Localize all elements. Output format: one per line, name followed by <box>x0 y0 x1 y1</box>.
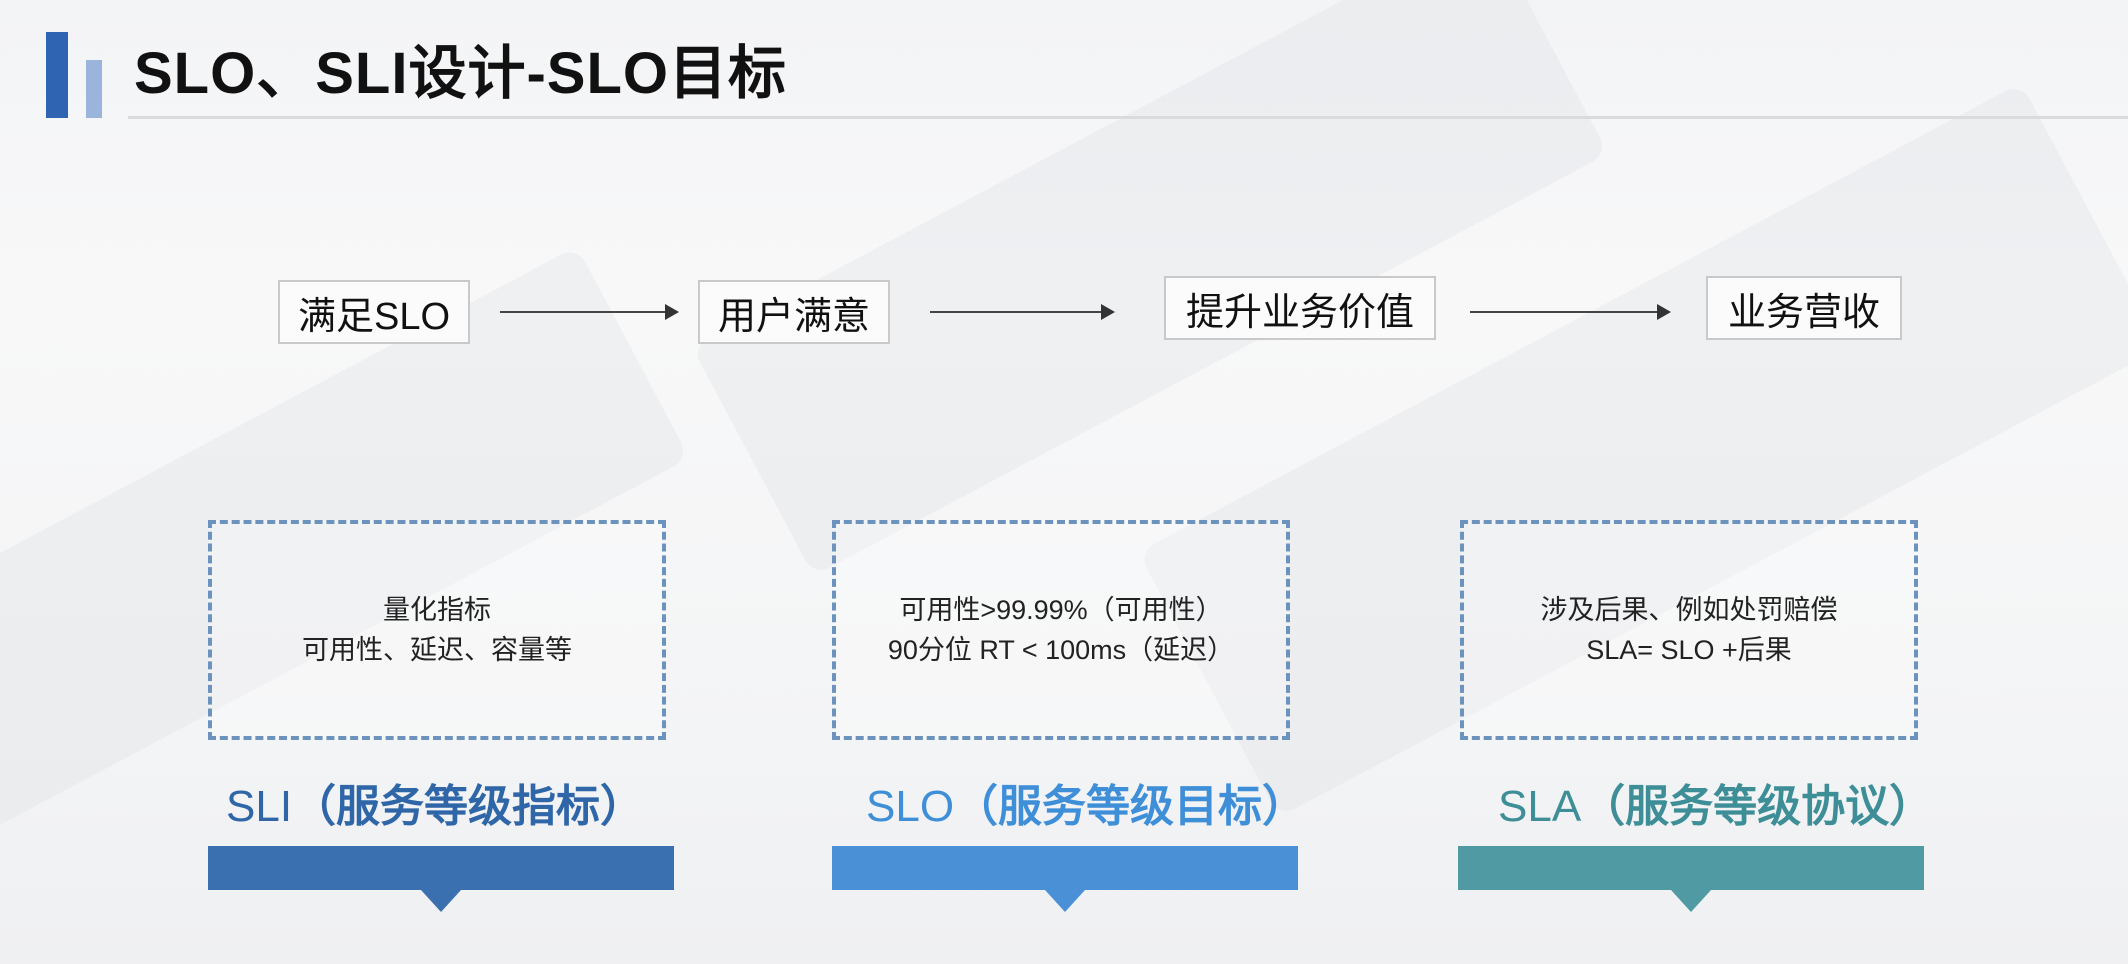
arrow-icon <box>930 304 1115 320</box>
sli-card-line: 量化指标 <box>383 595 491 625</box>
sli-label-abbr: SLI <box>226 782 293 831</box>
flow-step-meet-slo: 满足SLO <box>278 280 470 344</box>
flow-step-business-value: 提升业务价值 <box>1164 276 1436 340</box>
sla-card-line: SLA= SLO +后果 <box>1586 635 1792 665</box>
flow-step-revenue: 业务营收 <box>1706 276 1902 340</box>
sla-label-text: （服务等级协议） <box>1581 782 1934 831</box>
slo-label-abbr: SLO <box>866 782 955 831</box>
slo-label: SLO（服务等级目标） <box>866 770 1306 834</box>
slo-label-text: （服务等级目标） <box>954 782 1307 831</box>
sli-card: 量化指标 可用性、延迟、容量等 <box>208 520 666 740</box>
sla-card-line: 涉及后果、例如处罚赔偿 <box>1540 595 1838 625</box>
pointer-icon <box>421 890 461 912</box>
title-divider <box>128 116 2128 119</box>
arrow-icon <box>1470 304 1671 320</box>
page-title: SLO、SLI设计-SLO目标 <box>134 41 788 106</box>
slo-card-line: 可用性>99.99%（可用性） <box>899 595 1223 625</box>
pointer-icon <box>1671 890 1711 912</box>
sli-band <box>208 846 674 912</box>
logo-bar-tall <box>46 32 68 118</box>
sli-card-line: 可用性、延迟、容量等 <box>302 635 572 665</box>
flow-step-user-satisfaction: 用户满意 <box>698 280 890 344</box>
pointer-icon <box>1045 890 1085 912</box>
sli-label-text: （服务等级指标） <box>292 782 645 831</box>
logo-icon <box>46 32 130 118</box>
slo-card-line: 90分位 RT < 100ms（延迟） <box>887 635 1235 665</box>
sla-label: SLA（服务等级协议） <box>1498 770 1933 834</box>
sli-label: SLI（服务等级指标） <box>226 770 644 834</box>
sla-card: 涉及后果、例如处罚赔偿 SLA= SLO +后果 <box>1460 520 1918 740</box>
slo-band <box>832 846 1298 912</box>
logo-bar-short <box>86 60 102 118</box>
slo-card: 可用性>99.99%（可用性） 90分位 RT < 100ms（延迟） <box>832 520 1290 740</box>
sla-label-abbr: SLA <box>1498 782 1582 831</box>
sla-band <box>1458 846 1924 912</box>
arrow-icon <box>500 304 679 320</box>
